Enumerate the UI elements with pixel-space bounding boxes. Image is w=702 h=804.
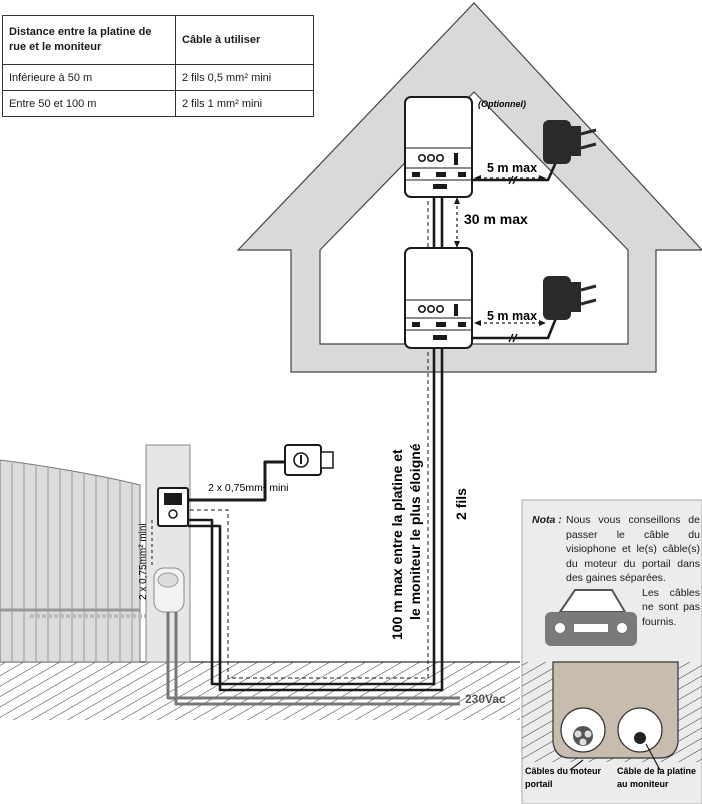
label-lock-cable: 2 x 0,75mm² mini [208,482,289,494]
nota-panel [521,499,702,804]
power-adapter-top [543,120,597,164]
label-motor-cable: 2 x 0,75mm² mini [138,523,149,600]
table-cell: Entre 50 et 100 m [2,90,176,117]
caption-plate-cable-2: au moniteur [617,779,669,789]
label-distance-line1: 100 m max entre la platine et [389,449,405,640]
nota-text-cables-not-supplied: Les câbles ne sont pas fournis. [642,586,700,628]
table-cell: 2 fils 1 mm² mini [175,90,314,117]
table-row: Inférieure à 50 m 2 fils 0,5 mm² mini [2,64,314,91]
gate-motor [153,567,185,613]
table-cell: Inférieure à 50 m [2,64,176,91]
street-plate [157,487,189,527]
caption-motor-cables-1: Câbles du moteur [525,766,602,776]
table-header-distance: Distance entre la platine de rue et le m… [2,15,176,65]
gate [0,459,160,663]
electric-lock [284,444,334,476]
table-header-row: Distance entre la platine de rue et le m… [2,15,314,65]
label-optional: (Optionnel) [478,99,526,109]
caption-motor-cables-2: portail [525,779,553,789]
label-30m-max: 30 m max [464,211,528,227]
power-adapter-bottom [543,276,597,320]
label-two-wires: 2 fils [453,488,469,520]
nota-label: Nota : [532,514,562,526]
dimension-arrows [456,177,540,324]
monitor-main [404,247,473,349]
label-5m-max-top: 5 m max [487,161,537,175]
caption-plate-cable-1: Câble de la platine [617,766,696,776]
table-row: Entre 50 et 100 m 2 fils 1 mm² mini [2,90,314,117]
label-230vac: 230Vac [465,692,506,706]
table-header-cable: Câble à utiliser [175,15,314,65]
nota-text: Nous vous conseillons de passer le câble… [566,514,700,584]
label-5m-max-bottom: 5 m max [487,309,537,323]
nota-text-block: Nota : Nous vous conseillons de passer l… [532,513,700,629]
table-cell: 2 fils 0,5 mm² mini [175,64,314,91]
cable-spec-table: Distance entre la platine de rue et le m… [2,15,314,117]
monitor-optional [404,96,473,198]
label-distance-line2: le moniteur le plus éloigné [407,443,423,620]
cables [151,161,558,706]
